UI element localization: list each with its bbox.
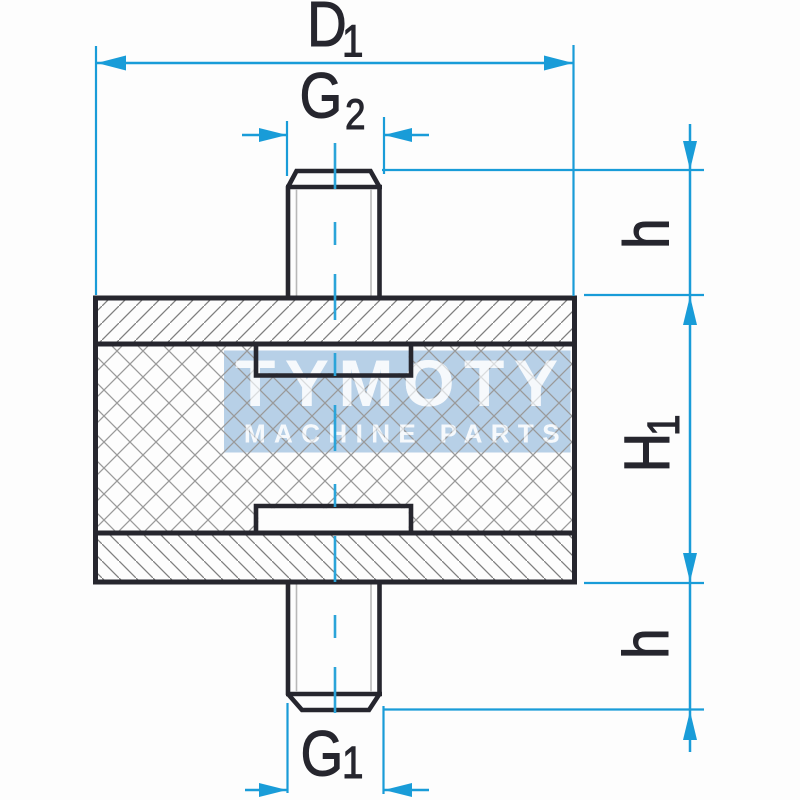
svg-text:D: D <box>307 0 347 60</box>
svg-text:h: h <box>611 218 683 249</box>
svg-text:MACHINE PARTS: MACHINE PARTS <box>244 419 568 449</box>
svg-text:2: 2 <box>345 91 366 138</box>
svg-text:1: 1 <box>638 414 688 436</box>
svg-text:G: G <box>301 718 344 790</box>
svg-text:G: G <box>300 60 343 132</box>
svg-text:h: h <box>610 628 682 659</box>
svg-text:1: 1 <box>342 737 364 787</box>
svg-text:1: 1 <box>342 16 364 66</box>
svg-text:H: H <box>611 433 683 473</box>
svg-text:TYMOTY: TYMOTY <box>235 346 568 420</box>
